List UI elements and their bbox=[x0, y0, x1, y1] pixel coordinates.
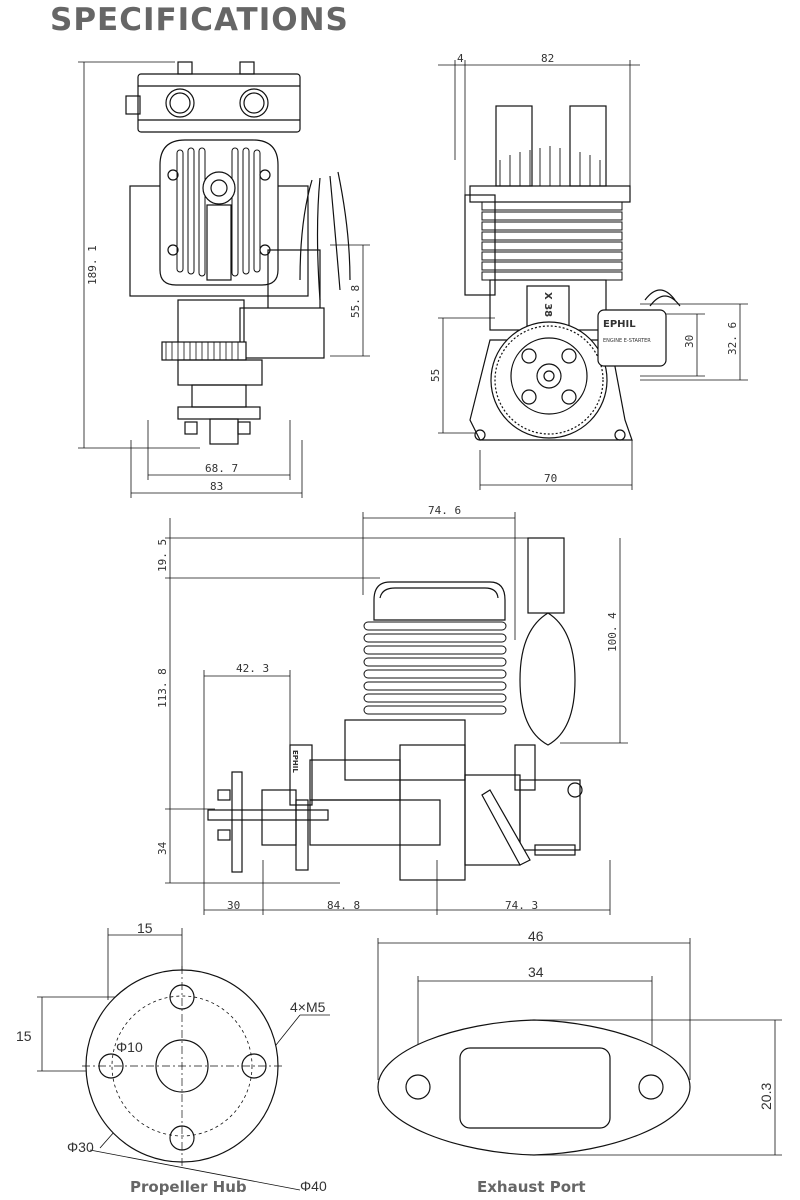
dim-lower-body-len: 84. 8 bbox=[327, 899, 360, 912]
dim-front-height: 189. 1 bbox=[86, 245, 99, 285]
hub-caption: Propeller Hub bbox=[130, 1178, 247, 1196]
dim-lower-cyl-height: 113. 8 bbox=[156, 668, 169, 708]
dim-lower-top-offset: 19. 5 bbox=[156, 539, 169, 572]
dim-side-top-offset: 4 bbox=[457, 52, 464, 65]
hub-inner-dia: Φ30 bbox=[67, 1139, 94, 1155]
side-view bbox=[438, 60, 748, 490]
side-model-label: X 38 bbox=[542, 292, 553, 317]
dim-side-starter-h2: 32. 6 bbox=[726, 322, 739, 355]
exhaust-outer-width: 46 bbox=[528, 928, 544, 944]
dim-lower-base-height: 34 bbox=[156, 841, 169, 855]
dim-front-inner-width: 68. 7 bbox=[205, 462, 238, 475]
hub-outer-dia: Φ40 bbox=[300, 1178, 327, 1194]
lower-view bbox=[165, 512, 628, 915]
lower-brand-label: EPHIL bbox=[291, 750, 299, 773]
hub-dim-left: 15 bbox=[16, 1028, 32, 1044]
dim-side-mount-height: 55 bbox=[429, 369, 442, 382]
dim-side-top-width: 82 bbox=[541, 52, 554, 65]
dim-lower-hub-len: 30 bbox=[227, 899, 240, 912]
exhaust-height: 20.3 bbox=[758, 1083, 774, 1110]
exhaust-port bbox=[377, 938, 782, 1156]
hub-center-dia: Φ10 bbox=[116, 1039, 143, 1055]
hub-dim-top: 15 bbox=[137, 920, 153, 936]
dim-lower-exhaust-height: 100. 4 bbox=[606, 612, 619, 652]
side-brand-label: EPHIL bbox=[603, 319, 636, 330]
hub-bolts-label: 4×M5 bbox=[290, 999, 326, 1015]
dim-lower-starter-width: 42. 3 bbox=[236, 662, 269, 675]
front-view bbox=[78, 61, 370, 498]
side-starter-label: ENGINE E-STARTER bbox=[603, 338, 651, 344]
dim-front-outer-width: 83 bbox=[210, 480, 223, 493]
dim-side-starter-h1: 30 bbox=[683, 335, 696, 348]
exhaust-hole-spacing: 34 bbox=[528, 964, 544, 980]
dim-lower-rear-len: 74. 3 bbox=[505, 899, 538, 912]
page-title: SPECIFICATIONS bbox=[50, 2, 349, 38]
exhaust-caption: Exhaust Port bbox=[477, 1178, 586, 1196]
dim-lower-top-length: 74. 6 bbox=[428, 504, 461, 517]
dim-side-base-width: 70 bbox=[544, 472, 557, 485]
dim-front-starter-height: 55. 8 bbox=[349, 285, 362, 318]
propeller-hub bbox=[37, 928, 330, 1191]
